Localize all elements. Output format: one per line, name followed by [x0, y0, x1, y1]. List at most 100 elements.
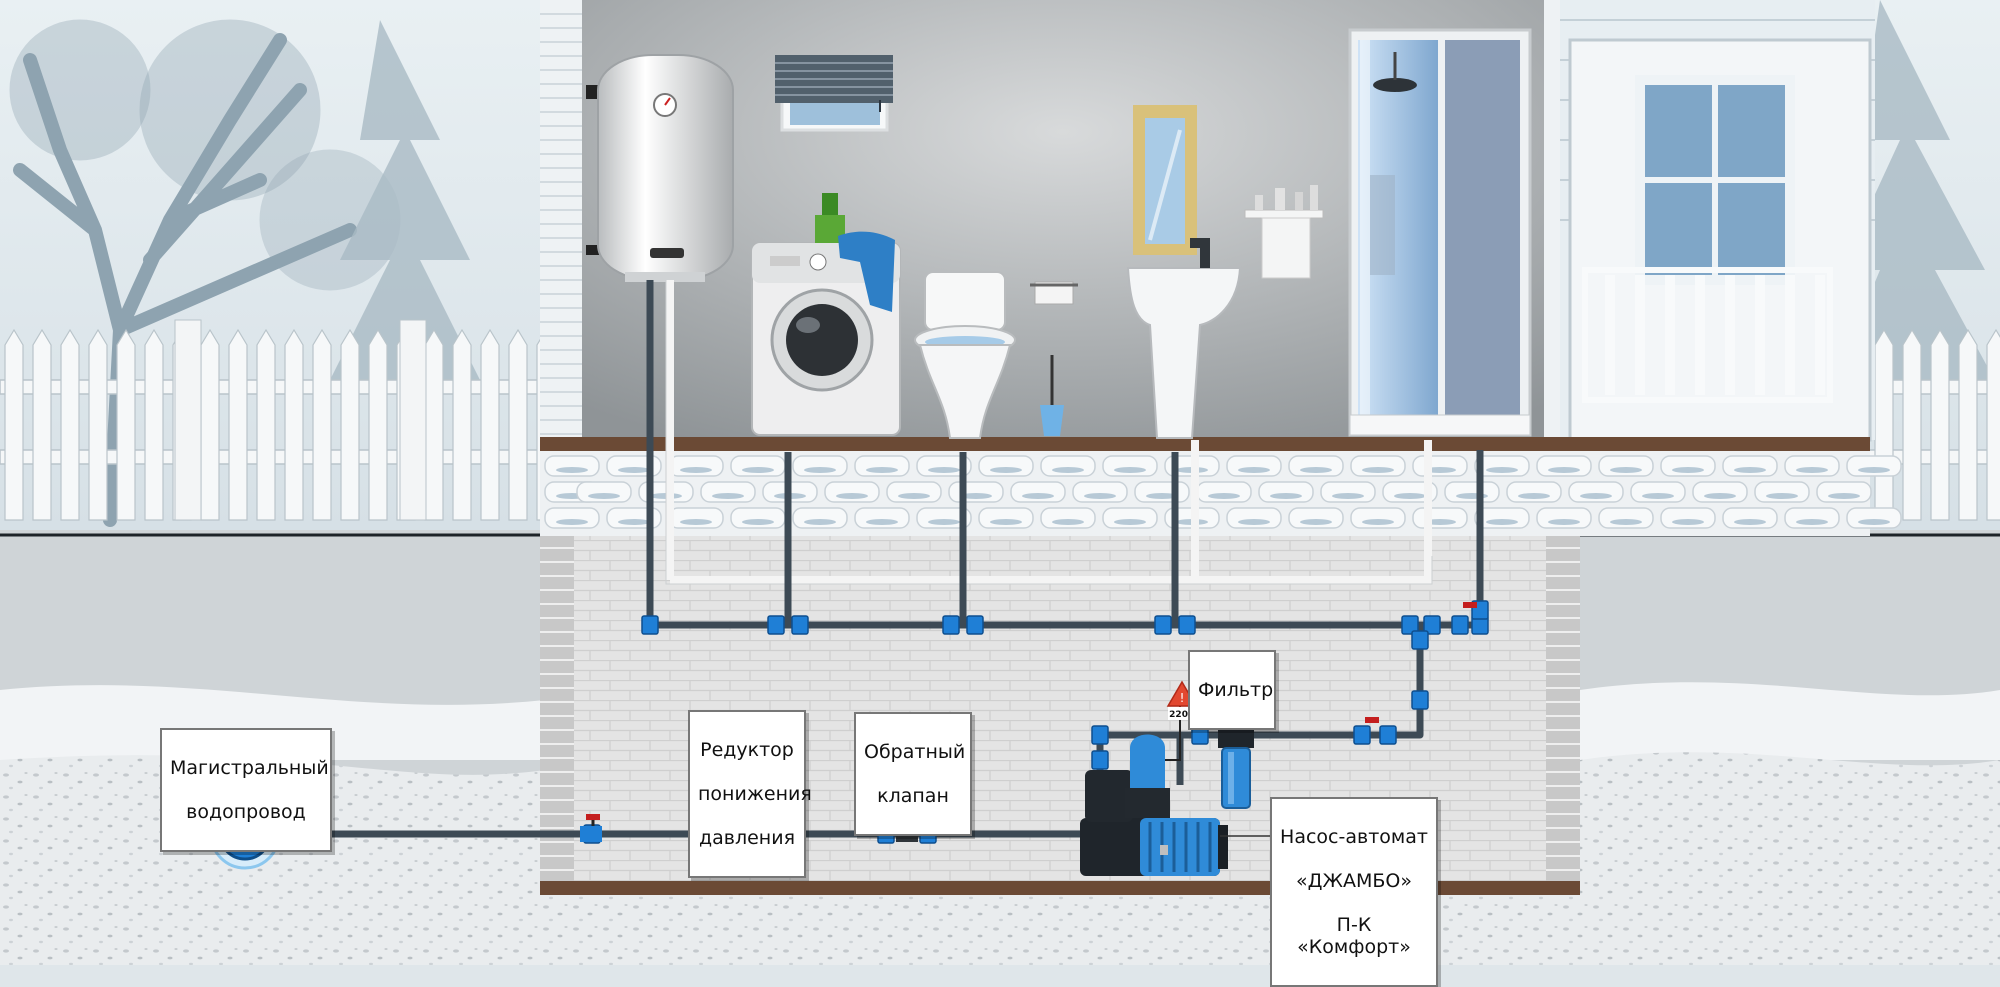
svg-text:!: !: [1180, 691, 1185, 705]
water-supply-diagram: ! 220В: [0, 0, 2000, 965]
fence-picket: [144, 328, 164, 521]
pipe-fitting: [966, 615, 984, 635]
toilet-brush-icon: [1040, 355, 1064, 436]
stone-shadow: [1704, 493, 1736, 499]
fence-picket: [60, 328, 80, 521]
stone-shadow: [1610, 467, 1642, 473]
stone-shadow: [1734, 519, 1766, 525]
pump-icon: [1080, 734, 1228, 876]
stone-shadow: [1332, 493, 1364, 499]
pipe-fitting: [1091, 750, 1109, 770]
stone-shadow: [804, 467, 836, 473]
stone-shadow: [1518, 493, 1550, 499]
stone-shadow: [1084, 493, 1116, 499]
stone-shadow: [1394, 493, 1426, 499]
pipe-fitting: [1178, 615, 1196, 635]
filter-icon: [1218, 728, 1254, 809]
fence-post: [399, 319, 427, 521]
floor: [540, 437, 1870, 451]
fence-picket: [200, 328, 220, 521]
fence-picket: [1902, 328, 1922, 521]
pipe-fitting: [1411, 690, 1429, 710]
stone-shadow: [928, 467, 960, 473]
snow-layer: [0, 685, 545, 760]
tree-icon: [9, 19, 401, 527]
fence-picket: [256, 328, 276, 521]
check-valve-label: Обратный клапан: [854, 712, 972, 836]
fence-pickets-left: [4, 319, 556, 521]
fence-picket: [1958, 328, 1978, 521]
stone-shadow: [1734, 467, 1766, 473]
stone-shadow: [1300, 467, 1332, 473]
snow-layer: [1580, 682, 2000, 760]
check-valve-label-line2: клапан: [877, 785, 949, 807]
fence-post: [174, 319, 202, 521]
stone-shadow: [990, 467, 1022, 473]
stone-shadow: [928, 519, 960, 525]
pump-label-line2: «ДЖАМБО»: [1296, 870, 1412, 892]
pipe-fitting: [1091, 725, 1109, 745]
stone-shadow: [712, 493, 744, 499]
stone-shadow: [618, 467, 650, 473]
pressure-reducer-label-line2: понижения: [698, 783, 812, 805]
stone-shadow: [1052, 519, 1084, 525]
washing-machine-icon: [751, 193, 901, 436]
stone-shadow: [1208, 493, 1240, 499]
drain-pipe: [666, 280, 1432, 584]
stone-shadow: [1146, 493, 1178, 499]
stone-shadow: [556, 519, 588, 525]
window-icon: [775, 55, 893, 132]
mirror-icon: [1133, 105, 1197, 255]
stone-shadow: [1580, 493, 1612, 499]
valve-icon: [580, 814, 602, 842]
voltage-label: 220В: [1169, 710, 1195, 720]
fence-picket: [32, 328, 52, 521]
stone-shadow: [680, 519, 712, 525]
stone-shadow: [1052, 467, 1084, 473]
stone-shadow: [1300, 519, 1332, 525]
main-supply-label-line2: водопровод: [186, 801, 306, 823]
stone-shadow: [588, 493, 620, 499]
towel-icon: [838, 231, 895, 312]
porch: [1545, 0, 1875, 442]
fence-picket: [228, 328, 248, 521]
pump-label: Насос-автомат «ДЖАМБО» П-К «Комфорт»: [1270, 797, 1438, 987]
stone-shadow: [1548, 467, 1580, 473]
pipe-fitting: [1451, 615, 1469, 635]
pipe-fitting: [767, 615, 785, 635]
foundation-stones: [544, 455, 1902, 529]
sink-icon: [1126, 238, 1242, 439]
stone-shadow: [898, 493, 930, 499]
pressure-reducer-label-line1: Редуктор: [700, 739, 794, 761]
filter-label-line1: Фильтр: [1198, 679, 1274, 701]
stone-shadow: [1642, 493, 1674, 499]
stone-shadow: [990, 519, 1022, 525]
fence-picket: [284, 328, 304, 521]
pipe-fitting: [1411, 630, 1429, 650]
main-supply-label-line1: Магистральный: [170, 757, 329, 779]
house-siding: [540, 0, 1560, 440]
stone-shadow: [1828, 493, 1860, 499]
stone-shadow: [742, 467, 774, 473]
stone-shadow: [680, 467, 712, 473]
pipe-fittings: [583, 600, 1489, 844]
stone-shadow: [836, 493, 868, 499]
check-valve-label-line1: Обратный: [864, 741, 966, 763]
stone-shadow: [1796, 519, 1828, 525]
stone-shadow: [1238, 519, 1270, 525]
toilet-icon: [914, 271, 1016, 439]
stone-shadow: [866, 467, 898, 473]
shower-cabin-icon: [1348, 28, 1532, 437]
fence-picket: [116, 328, 136, 521]
stone-shadow: [1548, 519, 1580, 525]
pipe-fitting: [641, 615, 659, 635]
pipe-fitting: [1154, 615, 1172, 635]
stone-shadow: [1858, 467, 1890, 473]
pipe-fitting: [791, 615, 809, 635]
stone-shadow: [1672, 519, 1704, 525]
fence-picket: [1986, 328, 2000, 521]
water-heater-icon: [586, 54, 734, 282]
pump-label-line3: П-К «Комфорт»: [1297, 914, 1411, 958]
stone-shadow: [1114, 519, 1146, 525]
pipe-fitting: [1423, 615, 1441, 635]
